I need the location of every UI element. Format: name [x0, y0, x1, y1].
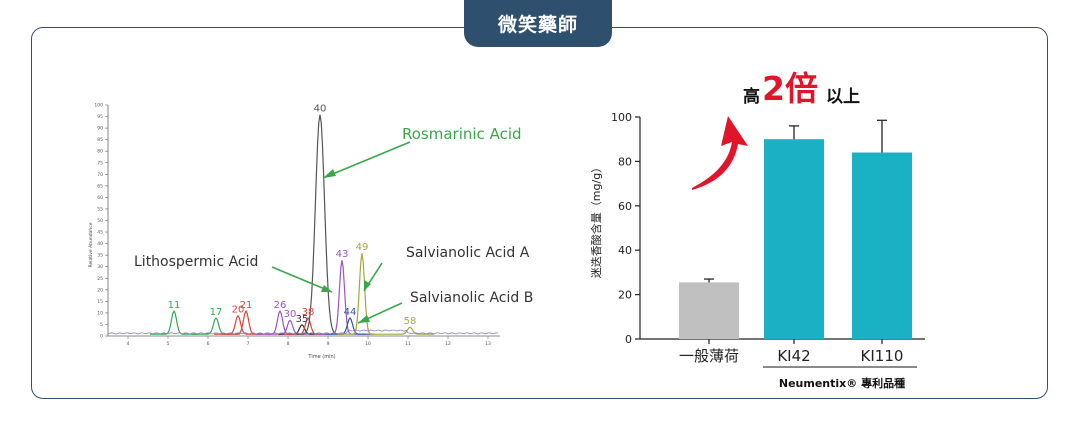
chroma-y-tick-label: 95 [97, 114, 103, 120]
chroma-y-tick-label: 65 [97, 183, 103, 189]
chroma-y-tick-label: 20 [97, 287, 103, 293]
peak-label: 26 [274, 300, 287, 311]
chroma-y-tick-label: 100 [94, 103, 103, 109]
annotation-salvianolic-acid-a: Salvianolic Acid A [406, 245, 530, 261]
annotation-rosmarinic-acid: Rosmarinic Acid [402, 125, 522, 143]
chroma-y-axis-label: Relative Abundance [88, 222, 94, 267]
chroma-x-tick-label: 11 [405, 341, 411, 347]
bar-y-tick-label: 60 [618, 200, 632, 213]
peak-trace [338, 253, 386, 335]
bar-y-axis-label: 迷迭香酸含量（mg/g） [589, 162, 603, 278]
peak-label: 30 [284, 309, 297, 320]
chroma-x-tick-label: 13 [485, 341, 491, 347]
group-label: Neumentix® 專利品種 [779, 376, 905, 390]
annotation-lithospermic-acid: Lithospermic Acid [134, 254, 258, 270]
chroma-y-tick-label: 90 [97, 126, 103, 132]
chroma-y-tick-label: 5 [100, 322, 103, 328]
peak-label: 49 [356, 242, 369, 253]
peak-label: 44 [344, 307, 357, 318]
chroma-x-tick-label: 5 [167, 341, 170, 347]
chroma-y-tick-label: 0 [100, 334, 103, 340]
bar-2 [852, 152, 912, 339]
chroma-x-tick-label: 7 [247, 341, 250, 347]
bar-1 [764, 139, 824, 339]
bar-y-tick-label: 40 [618, 244, 632, 257]
salvianolic-b-pointer-head [358, 315, 370, 323]
rosmarinic-pointer-head [323, 169, 336, 178]
chroma-y-tick-label: 55 [97, 206, 103, 212]
chroma-x-tick-label: 4 [127, 341, 130, 347]
headline: 高 2倍 以上 [743, 69, 860, 108]
peak-label: 58 [404, 316, 417, 327]
bar-category-label: 一般薄荷 [679, 347, 739, 365]
peak-trace [266, 319, 314, 335]
peak-label: 20 [232, 305, 245, 316]
chroma-y-tick-label: 10 [97, 310, 103, 316]
baseline-trace [107, 329, 499, 335]
chroma-y-tick-label: 25 [97, 276, 103, 282]
headline-number: 2倍 [762, 69, 818, 108]
rising-arrow-icon [692, 116, 748, 190]
peak-label: 40 [314, 104, 327, 115]
lithospermic-pointer-head [321, 285, 332, 292]
bar-y-tick-label: 0 [625, 333, 632, 346]
peak-trace [222, 309, 270, 335]
peak-label: 43 [336, 249, 349, 260]
lithospermic-pointer [271, 266, 333, 293]
brand-title: 微笑藥師 [464, 0, 612, 47]
chroma-x-tick-label: 10 [365, 341, 371, 347]
peak-label: 11 [168, 300, 181, 311]
peak-trace [150, 309, 198, 335]
chroma-y-tick-label: 70 [97, 172, 103, 178]
chroma-x-axis-label: Time (min) [307, 354, 335, 360]
bar-y-tick-label: 80 [618, 155, 632, 168]
bar-y-tick-label: 20 [618, 289, 632, 302]
chromatogram-chart: 0510152025303540455055606570758085909510… [88, 103, 533, 361]
chroma-y-tick-label: 15 [97, 299, 103, 305]
chroma-y-tick-label: 60 [97, 195, 103, 201]
annotation-salvianolic-acid-b: Salvianolic Acid B [410, 290, 533, 306]
peak-trace [296, 114, 344, 335]
headline-prefix: 高 [743, 86, 760, 107]
chroma-y-tick-label: 75 [97, 160, 103, 166]
bar-category-label: KI110 [861, 347, 904, 365]
chroma-x-tick-label: 9 [327, 341, 330, 347]
chroma-x-tick-label: 8 [287, 341, 290, 347]
peak-trace [326, 316, 374, 335]
chroma-x-tick-label: 12 [445, 341, 451, 347]
headline-suffix: 以上 [826, 87, 860, 107]
chroma-x-tick-label: 6 [207, 341, 210, 347]
salvianolic-a-pointer-head [364, 280, 371, 291]
chroma-y-tick-label: 85 [97, 137, 103, 143]
chroma-y-tick-label: 40 [97, 241, 103, 247]
bar-0 [679, 282, 739, 339]
bar-category-label: KI42 [777, 347, 810, 365]
chroma-y-tick-label: 35 [97, 253, 103, 259]
peak-label: 35 [296, 314, 309, 325]
peak-label: 38 [302, 307, 315, 318]
chroma-y-tick-label: 50 [97, 218, 103, 224]
rosmarinic-pointer [322, 141, 411, 179]
peak-label: 17 [210, 307, 223, 318]
chroma-y-tick-label: 45 [97, 230, 103, 236]
chroma-y-tick-label: 30 [97, 264, 103, 270]
bar-y-tick-label: 100 [611, 111, 632, 124]
chroma-y-tick-label: 80 [97, 149, 103, 155]
peak-label: 21 [240, 300, 253, 311]
